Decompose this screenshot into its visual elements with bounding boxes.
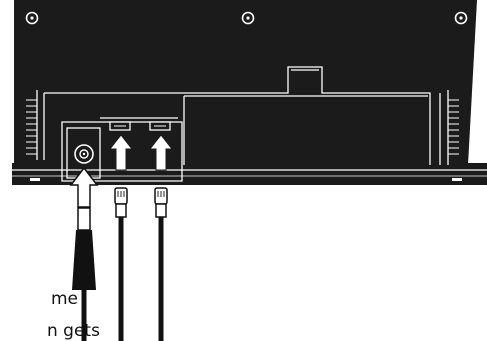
caption-line-1: me [51, 289, 79, 309]
power-plug-icon [72, 207, 96, 341]
screw-icon [454, 11, 468, 25]
vent-ridges-left [26, 99, 37, 155]
caption-line-2: n gets [47, 321, 100, 341]
phone-jack-slot [149, 121, 171, 131]
up-arrow-icon [148, 134, 174, 171]
phone-jack-connector-icon [114, 187, 128, 341]
up-arrow-icon [108, 134, 134, 171]
foot-marks [30, 178, 462, 181]
phone-jack-connector-icon [154, 187, 168, 341]
screw-icon [241, 11, 255, 25]
phone-jack-slot [109, 121, 131, 131]
screw-icon [25, 11, 39, 25]
dc-power-jack-icon [74, 144, 94, 164]
vent-ridges-right [448, 99, 459, 155]
up-arrow-icon [69, 166, 99, 208]
